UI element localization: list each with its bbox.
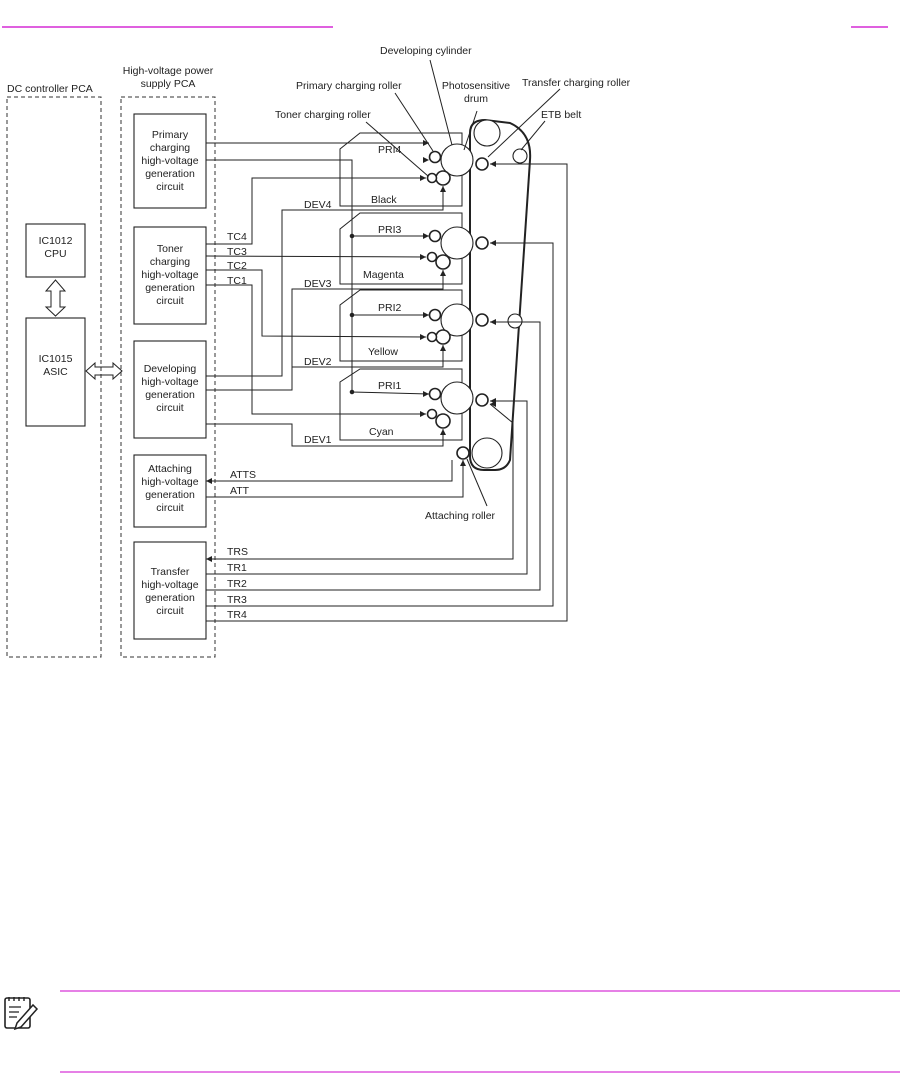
developing-cylinder-cyan: [435, 413, 451, 429]
toner-charging-roller-magenta: [426, 251, 438, 263]
developing-cylinder-magenta: [435, 254, 451, 270]
etb-bottom-roller: [471, 437, 503, 469]
attaching-circuit: [133, 454, 207, 528]
primary-charging-roller-yellow: [428, 308, 442, 322]
transfer-charging-roller-cyan: [475, 393, 489, 407]
arrowheads: [206, 140, 496, 562]
signal-atts: ATTS: [230, 469, 256, 481]
asic-hv-arrow: [85, 361, 123, 381]
signal-tr1: TR1: [227, 562, 247, 574]
signal-pri3: PRI3: [378, 224, 402, 236]
signal-tc4: TC4: [227, 231, 247, 243]
signal-tc2: TC2: [227, 260, 247, 272]
transfer-charging-roller-black: [475, 157, 489, 171]
signal-tc1: TC1: [227, 275, 247, 287]
cartridge-cyan-label: Cyan: [369, 426, 394, 438]
cartridge-yellow: [339, 289, 489, 362]
transfer-charging-roller-yellow: [475, 313, 489, 327]
signal-trs: TRS: [227, 546, 248, 558]
toner-charging-roller-cyan: [426, 408, 438, 420]
etb-tension-roller: [512, 148, 528, 164]
signal-pri4: PRI4: [378, 144, 402, 156]
hv-supply-panel: [120, 96, 216, 658]
primary-charging-roller-cyan: [428, 387, 442, 401]
callout-leaders: [365, 59, 561, 507]
primary-charging-roller-magenta: [428, 229, 442, 243]
signal-dev1: DEV1: [304, 434, 332, 446]
cartridge-black: [339, 132, 489, 207]
cartridge-cyan: [339, 368, 489, 441]
callout-primary-charging-roller: Primary charging roller: [296, 80, 402, 92]
signal-tr3: TR3: [227, 594, 247, 606]
toner-charging-roller-black: [426, 172, 438, 184]
asic-block: [25, 317, 86, 427]
signal-att: ATT: [230, 485, 250, 497]
etb-idler-roller: [507, 313, 523, 329]
dc-controller-panel: [6, 96, 102, 658]
photosensitive-drum-yellow: [440, 303, 474, 337]
cartridge-yellow-label: Yellow: [368, 346, 398, 358]
callout-attaching-roller: Attaching roller: [425, 510, 496, 522]
signal-dev2: DEV2: [304, 356, 332, 368]
signal-tr2: TR2: [227, 578, 247, 590]
signal-tc3: TC3: [227, 246, 247, 258]
signal-tr4: TR4: [227, 609, 247, 621]
toner-charging-circuit: [133, 226, 207, 325]
cartridge-magenta-label: Magenta: [363, 269, 404, 281]
photosensitive-drum-black: [440, 143, 474, 177]
attaching-wires: [206, 460, 464, 498]
developing-wires: [206, 186, 444, 447]
transfer-circuit: [133, 541, 207, 640]
callout-toner-charging-roller: Toner charging roller: [275, 109, 371, 121]
transfer-wires: [206, 163, 568, 622]
callout-etb-belt: ETB belt: [541, 109, 581, 121]
transfer-charging-roller-magenta: [475, 236, 489, 250]
callout-developing-cylinder: Developing cylinder: [380, 45, 472, 57]
photosensitive-drum-magenta: [440, 226, 474, 260]
toner-charging-wires: [205, 177, 427, 415]
cartridge-magenta: [339, 212, 489, 285]
etb-top-roller: [473, 119, 501, 147]
signal-dev4: DEV4: [304, 199, 332, 211]
etb-belt: [469, 118, 532, 471]
dc-controller-title: DC controller PCA: [7, 83, 93, 95]
cpu-block: [25, 223, 86, 278]
callout-transfer-charging-roller: Transfer charging roller: [522, 77, 631, 89]
attaching-roller: [456, 446, 470, 460]
signal-pri2: PRI2: [378, 302, 402, 314]
primary-charging-circuit: [133, 113, 207, 209]
signal-pri1: PRI1: [378, 380, 402, 392]
note-icon: [4, 997, 39, 1031]
developing-circuit: [133, 340, 207, 439]
photosensitive-drum-cyan: [440, 381, 474, 415]
cartridge-black-label: Black: [371, 194, 397, 206]
developing-cylinder-yellow: [435, 329, 451, 345]
cpu-asic-arrow: [44, 279, 67, 317]
signal-dev3: DEV3: [304, 278, 332, 290]
primary-charging-wires: [206, 142, 430, 395]
primary-charging-roller-black: [428, 150, 442, 164]
developing-cylinder-black: [435, 170, 451, 186]
toner-charging-roller-yellow: [426, 331, 438, 343]
